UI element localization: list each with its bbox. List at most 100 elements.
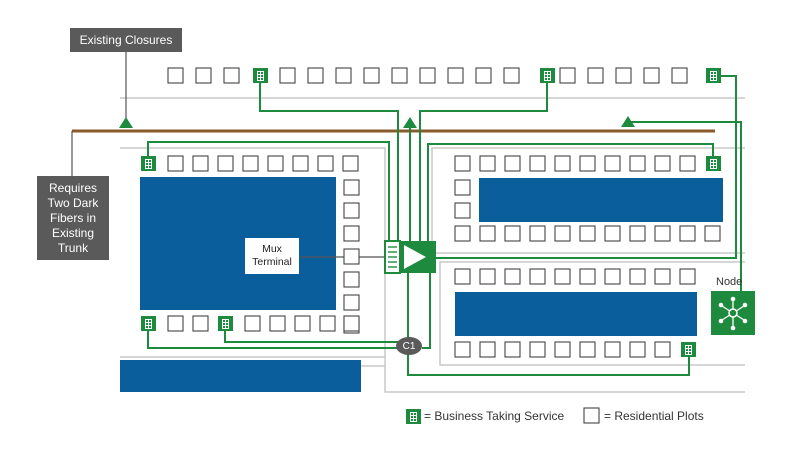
building-icon bbox=[253, 68, 268, 83]
mux-terminal-icon bbox=[384, 240, 436, 274]
residential-plot bbox=[343, 294, 360, 311]
residential-plot bbox=[671, 67, 688, 84]
building-icon bbox=[681, 342, 696, 357]
residential-plot bbox=[604, 268, 621, 285]
network-node-icon bbox=[711, 291, 755, 335]
residential-plot bbox=[475, 67, 492, 84]
residential-plot bbox=[629, 225, 646, 242]
residential-plot bbox=[167, 315, 184, 332]
residential-plot bbox=[343, 225, 360, 242]
legend-business-label: = Business Taking Service bbox=[424, 409, 565, 423]
business-buildings bbox=[141, 68, 721, 357]
residential-plot bbox=[604, 225, 621, 242]
residential-plot bbox=[503, 67, 520, 84]
closure-triangle bbox=[119, 117, 133, 128]
residential-plot bbox=[579, 225, 596, 242]
block-west bbox=[140, 177, 336, 310]
residential-plot bbox=[504, 225, 521, 242]
residential-plot bbox=[343, 202, 360, 219]
residential-plot bbox=[529, 225, 546, 242]
closure-triangle bbox=[403, 117, 417, 128]
residential-plot bbox=[419, 67, 436, 84]
residential-plot bbox=[479, 268, 496, 285]
residential-plot bbox=[479, 225, 496, 242]
building-icon bbox=[706, 68, 721, 83]
splice-c1-marker bbox=[396, 337, 422, 355]
residential-plot bbox=[223, 67, 240, 84]
residential-plot bbox=[454, 202, 471, 219]
residential-plot bbox=[654, 155, 671, 172]
residential-plot bbox=[244, 315, 261, 332]
residential-plot bbox=[335, 67, 352, 84]
building-icon bbox=[706, 156, 721, 171]
residential-plot bbox=[363, 67, 380, 84]
existing-closures-callout: Existing Closures bbox=[70, 28, 182, 52]
residential-plot bbox=[292, 155, 309, 172]
residential-plot bbox=[307, 67, 324, 84]
residential-plot bbox=[559, 67, 576, 84]
building-icon bbox=[540, 68, 555, 83]
residential-plot bbox=[192, 315, 209, 332]
residential-plot bbox=[342, 155, 359, 172]
residential-plot bbox=[279, 67, 296, 84]
trunk-requirement-callout: Requires Two Dark Fibers in Existing Tru… bbox=[37, 176, 109, 260]
residential-plot bbox=[504, 341, 521, 358]
residential-plot bbox=[391, 67, 408, 84]
residential-plot bbox=[167, 155, 184, 172]
residential-plot bbox=[579, 155, 596, 172]
block-southeast bbox=[455, 292, 697, 336]
residential-plot bbox=[454, 225, 471, 242]
residential-plot bbox=[615, 67, 632, 84]
residential-plots bbox=[167, 67, 721, 358]
residential-plot bbox=[242, 155, 259, 172]
residential-plot bbox=[192, 155, 209, 172]
residential-plot bbox=[343, 248, 360, 265]
residential-plot bbox=[217, 155, 234, 172]
callout-leaders bbox=[71, 52, 384, 258]
building-icon bbox=[141, 316, 156, 331]
residential-plot bbox=[529, 155, 546, 172]
legend-building-icon bbox=[406, 409, 421, 424]
residential-plot bbox=[654, 341, 671, 358]
residential-plot bbox=[679, 268, 696, 285]
building-icon bbox=[406, 409, 421, 424]
residential-plot bbox=[454, 341, 471, 358]
residential-plot bbox=[654, 268, 671, 285]
residential-plot bbox=[629, 341, 646, 358]
residential-plot bbox=[454, 268, 471, 285]
building-icon bbox=[218, 316, 233, 331]
block-northeast bbox=[479, 178, 723, 222]
residential-plot bbox=[317, 155, 334, 172]
residential-plot bbox=[554, 268, 571, 285]
residential-plot bbox=[343, 315, 360, 332]
residential-plot bbox=[579, 268, 596, 285]
residential-plot bbox=[579, 341, 596, 358]
residential-plot bbox=[343, 271, 360, 288]
residential-plot bbox=[167, 67, 184, 84]
residential-plot bbox=[629, 268, 646, 285]
residential-plot bbox=[479, 155, 496, 172]
residential-plot bbox=[604, 341, 621, 358]
residential-plot bbox=[529, 341, 546, 358]
residential-plot bbox=[504, 155, 521, 172]
residential-plot bbox=[679, 155, 696, 172]
residential-plot bbox=[643, 67, 660, 84]
legend-residential-label: = Residential Plots bbox=[604, 409, 704, 423]
building-icon bbox=[141, 156, 156, 171]
block-southwest bbox=[120, 360, 361, 392]
residential-plot bbox=[529, 268, 546, 285]
residential-plot bbox=[554, 225, 571, 242]
mux-terminal-label: Mux Terminal bbox=[245, 238, 299, 274]
residential-plot bbox=[267, 155, 284, 172]
residential-plot bbox=[479, 341, 496, 358]
residential-plot bbox=[554, 155, 571, 172]
legend-plot-square-icon bbox=[583, 407, 600, 424]
residential-plot bbox=[704, 225, 721, 242]
fiber-routes bbox=[147, 75, 755, 376]
residential-plot bbox=[195, 67, 212, 84]
residential-plot bbox=[343, 179, 360, 196]
residential-plot bbox=[269, 315, 286, 332]
residential-plot bbox=[587, 67, 604, 84]
residential-plot bbox=[454, 179, 471, 196]
residential-plot bbox=[454, 155, 471, 172]
